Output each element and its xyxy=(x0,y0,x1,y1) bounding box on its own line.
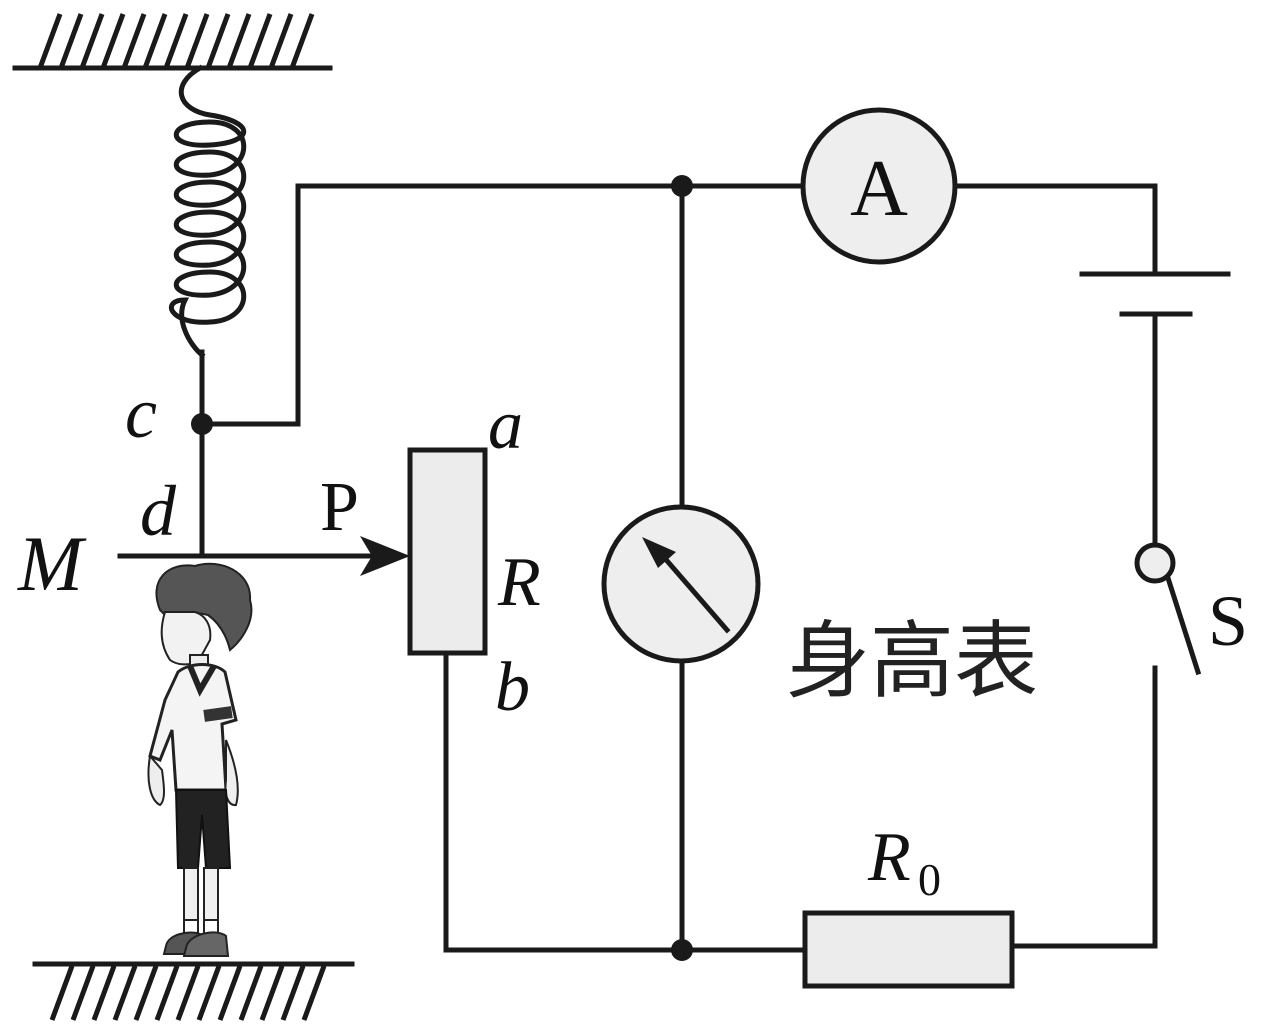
hatch-mark xyxy=(196,965,222,1021)
hatch-mark xyxy=(37,13,63,69)
hatch-mark xyxy=(226,13,252,69)
hatch-mark xyxy=(259,965,285,1021)
hatch-mark xyxy=(142,13,168,69)
point-m-label: M xyxy=(17,520,87,607)
point-d-label: d xyxy=(140,471,177,551)
hatch-mark xyxy=(49,965,75,1021)
hatch-mark xyxy=(247,13,273,69)
terminal-a: a xyxy=(488,387,523,464)
hatch-mark xyxy=(154,965,180,1021)
hatch-mark xyxy=(175,965,201,1021)
resistor-r0: R 0 xyxy=(802,819,1015,989)
hatch-mark xyxy=(280,965,306,1021)
hatch-mark xyxy=(79,13,105,69)
height-meter-label: 身高表 xyxy=(786,612,1038,710)
battery xyxy=(1079,271,1231,317)
wire-c-top xyxy=(199,183,685,427)
hatch-mark xyxy=(184,13,210,69)
switch-label: S xyxy=(1208,581,1248,661)
person-illustration xyxy=(147,562,253,957)
hatch-mark xyxy=(58,13,84,69)
hatch-mark xyxy=(133,965,159,1021)
hatch-mark xyxy=(301,965,327,1021)
rheostat-label: R xyxy=(497,544,541,621)
floor xyxy=(32,961,355,1021)
hatch-mark xyxy=(205,13,231,69)
switch-s: S xyxy=(1134,542,1248,676)
floor-hatch xyxy=(49,965,327,1021)
point-c-label: c xyxy=(125,373,157,453)
slider-label: P xyxy=(320,469,359,546)
hatch-mark xyxy=(238,965,264,1021)
wire-node-rheostat xyxy=(443,650,685,953)
wire-right-bottom xyxy=(1009,665,1158,949)
r0-label: R xyxy=(867,819,911,896)
hatch-mark xyxy=(100,13,126,69)
height-meter xyxy=(601,504,761,664)
slider-arrowhead xyxy=(360,536,410,576)
ammeter: A xyxy=(800,107,958,265)
terminal-b: b xyxy=(495,649,530,726)
ammeter-label: A xyxy=(850,145,908,233)
hatch-mark xyxy=(289,13,315,69)
rheostat-r xyxy=(407,447,488,656)
hatch-mark xyxy=(121,13,147,69)
hatch-mark xyxy=(91,965,117,1021)
hatch-mark xyxy=(163,13,189,69)
wire-ammeter-right xyxy=(952,183,1158,275)
hatch-mark xyxy=(217,965,243,1021)
ceiling-hatch xyxy=(37,13,315,69)
hatch-mark xyxy=(112,965,138,1021)
r0-subscript: 0 xyxy=(918,854,941,905)
hatch-mark xyxy=(268,13,294,69)
ceiling xyxy=(12,13,333,71)
spring xyxy=(168,64,247,359)
hatch-mark xyxy=(70,965,96,1021)
